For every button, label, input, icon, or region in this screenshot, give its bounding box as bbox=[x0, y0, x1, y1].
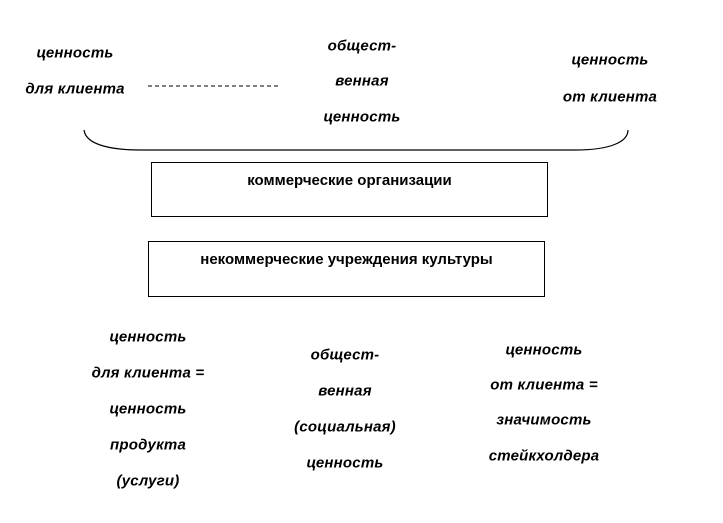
top-right-line: ценность bbox=[571, 51, 649, 69]
top-left-line: для клиента bbox=[25, 80, 125, 98]
bottom-right-line: от клиента = bbox=[490, 376, 598, 394]
bottom-center-line: общест- bbox=[310, 346, 380, 364]
bottom-right-line: ценность bbox=[505, 341, 583, 359]
bottom-right-line: стейкхолдера bbox=[488, 447, 600, 465]
bottom-left-line: (услуги) bbox=[116, 472, 180, 490]
top-center-line: венная bbox=[335, 72, 389, 90]
grouping-brace bbox=[83, 129, 629, 151]
top-center-line: ценность bbox=[323, 108, 401, 126]
bottom-center-line: ценность bbox=[306, 454, 384, 472]
bottom-right-line: значимость bbox=[496, 411, 592, 429]
noncommercial-label: некоммерческие учреждения культуры bbox=[200, 251, 493, 268]
bottom-left-line: ценность bbox=[109, 400, 187, 418]
bottom-left-line: продукта bbox=[110, 436, 186, 454]
bottom-left-line: ценность bbox=[109, 328, 187, 346]
noncommercial-box: некоммерческие учреждения культуры bbox=[148, 241, 545, 297]
top-center-line: общест- bbox=[327, 37, 397, 55]
bottom-center-line: венная bbox=[318, 382, 372, 400]
commercial-label: коммерческие организации bbox=[247, 172, 452, 189]
top-left-line: ценность bbox=[36, 44, 114, 62]
top-right-line: от клиента bbox=[562, 88, 658, 106]
bottom-left-line: для клиента = bbox=[91, 364, 205, 382]
commercial-box: коммерческие организации bbox=[151, 162, 548, 217]
bottom-center-line: (социальная) bbox=[294, 418, 396, 436]
